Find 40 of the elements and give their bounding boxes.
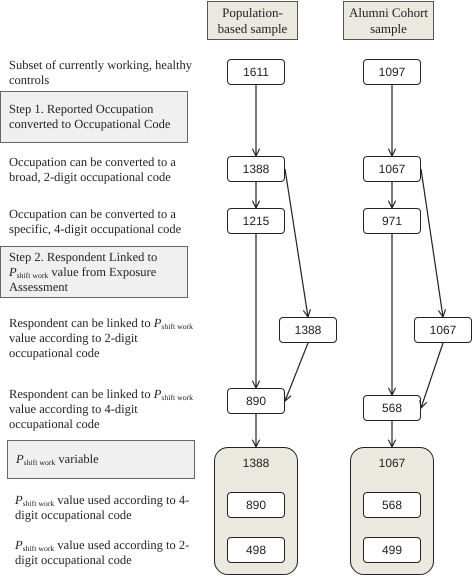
count-box: 1611 bbox=[227, 59, 285, 85]
arrow bbox=[284, 342, 309, 402]
row-description: Respondent can be linked to P$_{shift work}$ value according to 2-digit occupational code bbox=[9, 316, 194, 361]
count-box: 568 bbox=[363, 492, 421, 518]
row-description: Respondent can be linked to P$_{shift work}$ value according to 4-digit occupational code bbox=[9, 387, 194, 432]
arrow bbox=[388, 234, 396, 396]
count-box: 890 bbox=[227, 388, 285, 414]
count-box: 568 bbox=[363, 395, 421, 421]
arrow bbox=[252, 182, 260, 209]
step-box: Step 2. Respondent Linked to P$_{shift work}$ value from Exposure Assessment bbox=[0, 246, 188, 298]
count-box: 1215 bbox=[227, 208, 285, 234]
count-box: 1097 bbox=[363, 59, 421, 85]
count-box: 1388 bbox=[227, 156, 285, 182]
arrow bbox=[419, 342, 444, 409]
step-box: P$_{shift work}$ variable bbox=[7, 440, 195, 479]
arrow bbox=[388, 421, 396, 448]
count-box: 499 bbox=[363, 537, 421, 563]
arrow bbox=[420, 168, 446, 318]
count-box: 890 bbox=[227, 492, 285, 518]
sample-header-box: Alumni Cohort sample bbox=[343, 1, 434, 40]
result-group-box: 1067 568 499 bbox=[350, 447, 434, 575]
count-box: 1067 bbox=[363, 156, 421, 182]
row-description: P$_{shift work}$ value used according to 4-digit occupational code bbox=[15, 493, 190, 523]
row-description: Occupation can be converted to a specific, 4-digit occupational code bbox=[9, 207, 182, 237]
arrow bbox=[388, 182, 396, 209]
step-box: Step 1. Reported Occupation converted to Occupational Code bbox=[0, 91, 188, 143]
count-box: 1067 bbox=[414, 317, 472, 343]
sample-header-box: Population-based sample bbox=[207, 1, 298, 40]
row-description: Occupation can be converted to a broad, 2-digit occupational code bbox=[9, 155, 177, 185]
arrow bbox=[252, 414, 260, 448]
arrow bbox=[284, 168, 312, 318]
arrow bbox=[252, 85, 260, 157]
count-box: 971 bbox=[363, 208, 421, 234]
count-box: 498 bbox=[227, 537, 285, 563]
row-description: P$_{shift work}$ value used according to 2-digit occupational code bbox=[15, 538, 190, 568]
arrow bbox=[252, 234, 260, 389]
arrow bbox=[388, 85, 396, 157]
count-box: 1388 bbox=[279, 317, 337, 343]
row-description: Subset of currently working, healthy controls bbox=[9, 58, 193, 88]
result-group-box: 1388 890 498 bbox=[214, 447, 298, 575]
